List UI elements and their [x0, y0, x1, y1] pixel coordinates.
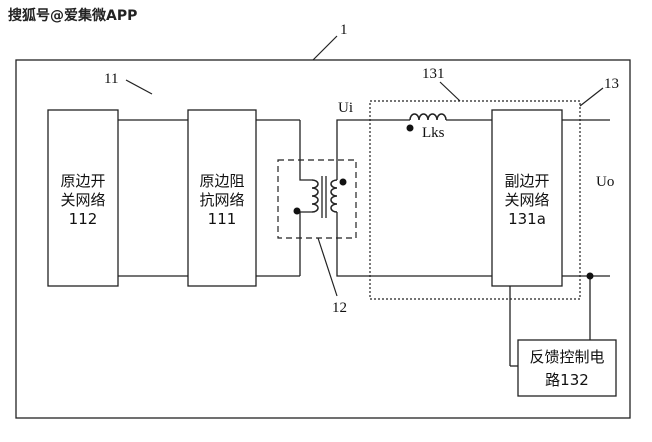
primary-impedance-line1: 原边阻	[199, 172, 244, 190]
transformer-primary-coil	[311, 179, 319, 213]
leader-line-11	[125, 79, 153, 95]
system-frame	[15, 59, 631, 419]
label-ref-1: 1	[340, 22, 348, 38]
primary-impedance-line2: 抗网络	[199, 191, 244, 209]
primary-switch-ref: 112	[69, 210, 98, 228]
label-ref-13: 13	[604, 76, 619, 92]
leader-line-131	[439, 81, 461, 102]
secondary-switch-line1: 副边开	[504, 172, 549, 190]
label-ref-131: 131	[422, 66, 445, 82]
watermark: 搜狐号@爱集微APP	[8, 7, 137, 24]
feedback-control-block	[517, 339, 617, 397]
transformer-dashed-box	[277, 159, 357, 239]
secondary-switch-ref: 131a	[508, 210, 546, 228]
leader-line-1	[312, 35, 338, 61]
secondary-wires	[336, 119, 610, 367]
transformer-secondary-coil	[330, 179, 338, 213]
resonant-network-dotted-box	[369, 100, 581, 300]
label-ref-11: 11	[104, 71, 118, 87]
secondary-switch-network-block	[491, 109, 563, 287]
primary-switch-line1: 原边开	[60, 172, 105, 190]
label-ui: Ui	[338, 100, 353, 116]
feedback-line1: 反馈控制电	[529, 348, 604, 366]
primary-impedance-network-block	[187, 109, 257, 287]
inductor-polarity-dot	[406, 124, 414, 132]
primary-polarity-dot	[293, 207, 301, 215]
primary-switch-network-block	[47, 109, 119, 287]
primary-wires	[118, 119, 312, 277]
secondary-polarity-dot	[339, 178, 347, 186]
leader-line-13	[579, 87, 604, 107]
leader-line-12	[317, 237, 338, 297]
label-lks: Lks	[422, 125, 445, 141]
feedback-line2: 路132	[545, 371, 589, 389]
output-node-dot	[586, 272, 594, 280]
primary-impedance-ref: 111	[208, 210, 237, 228]
secondary-switch-line2: 关网络	[504, 191, 549, 209]
label-ref-12: 12	[332, 300, 347, 316]
primary-switch-line2: 关网络	[60, 191, 105, 209]
leakage-inductor-lks	[409, 113, 447, 121]
label-uo: Uo	[596, 174, 614, 190]
